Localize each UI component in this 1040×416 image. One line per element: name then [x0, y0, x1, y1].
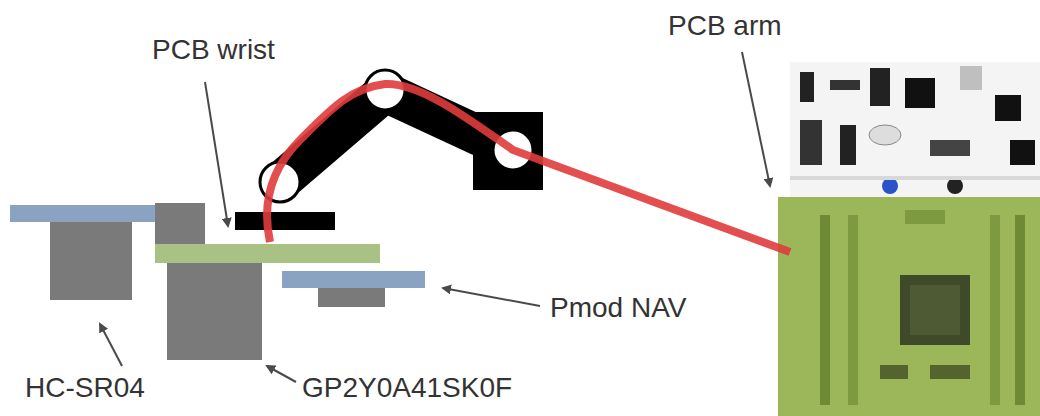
leader-arrow	[742, 52, 770, 186]
part-label: PCB wrist	[152, 34, 275, 66]
cable	[267, 84, 790, 252]
nucleo-board	[778, 62, 1040, 416]
sensor-body	[167, 263, 262, 360]
wrist-pcb	[155, 244, 380, 263]
leader-arrow	[205, 82, 228, 226]
sensor-board	[10, 205, 155, 222]
part-label: HC-SR04	[25, 372, 145, 404]
leader-arrow	[100, 324, 122, 366]
part-label: GP2Y0A41SK0F	[302, 372, 512, 404]
sensor-body	[50, 222, 132, 300]
leader-arrow	[267, 366, 296, 382]
module-board	[282, 271, 425, 288]
connector-block	[155, 203, 205, 244]
module-chip	[318, 288, 385, 307]
part-label: PCB arm	[668, 10, 782, 42]
leader-arrow	[443, 288, 540, 306]
part-label: Pmod NAV	[550, 292, 686, 324]
robot-arm	[235, 70, 543, 230]
